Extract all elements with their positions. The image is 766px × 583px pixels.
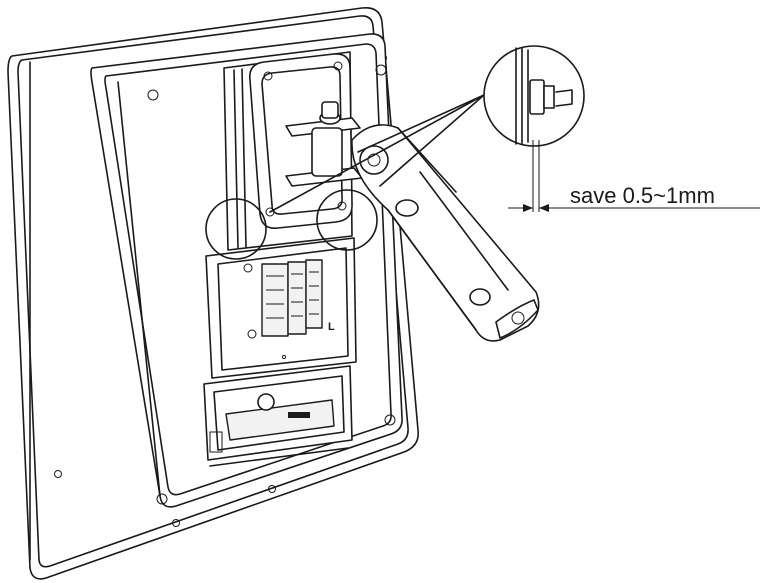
panel-screw — [247, 329, 257, 339]
dimension-annotation: save 0.5~1mm — [508, 140, 760, 212]
terminal-block — [261, 263, 289, 337]
bracket-screw — [337, 201, 347, 211]
callout-circle — [205, 198, 267, 260]
bracket-screw — [265, 207, 275, 217]
bracket-screw — [333, 61, 343, 71]
callouts — [205, 94, 485, 260]
terminal-block — [287, 261, 307, 335]
plate-screw — [375, 64, 387, 76]
bracket-screw — [263, 71, 273, 81]
plate-screw — [384, 414, 396, 426]
terminal-block — [305, 259, 323, 329]
dimension-label: save 0.5~1mm — [570, 183, 715, 208]
plate-screw — [147, 89, 159, 101]
arm-pivot-knob — [359, 145, 389, 175]
callout-circle — [316, 189, 378, 251]
plate-screw — [156, 493, 168, 505]
panel-screw — [243, 263, 253, 273]
vesa-bracket — [248, 53, 353, 230]
wiring-panel: L — [205, 237, 357, 379]
compartment-knob — [257, 393, 275, 411]
housing-screw — [54, 470, 62, 478]
dimension-arrow-icon — [539, 204, 549, 212]
housing-screw — [268, 485, 276, 493]
swing-arm — [351, 124, 540, 342]
dimension-arrow-icon — [523, 204, 533, 212]
lower-compartment — [203, 365, 353, 467]
housing-screw — [172, 519, 180, 527]
detail-magnifier — [483, 45, 585, 147]
connector-slot — [288, 412, 310, 418]
terminal-letter: L — [328, 321, 335, 333]
